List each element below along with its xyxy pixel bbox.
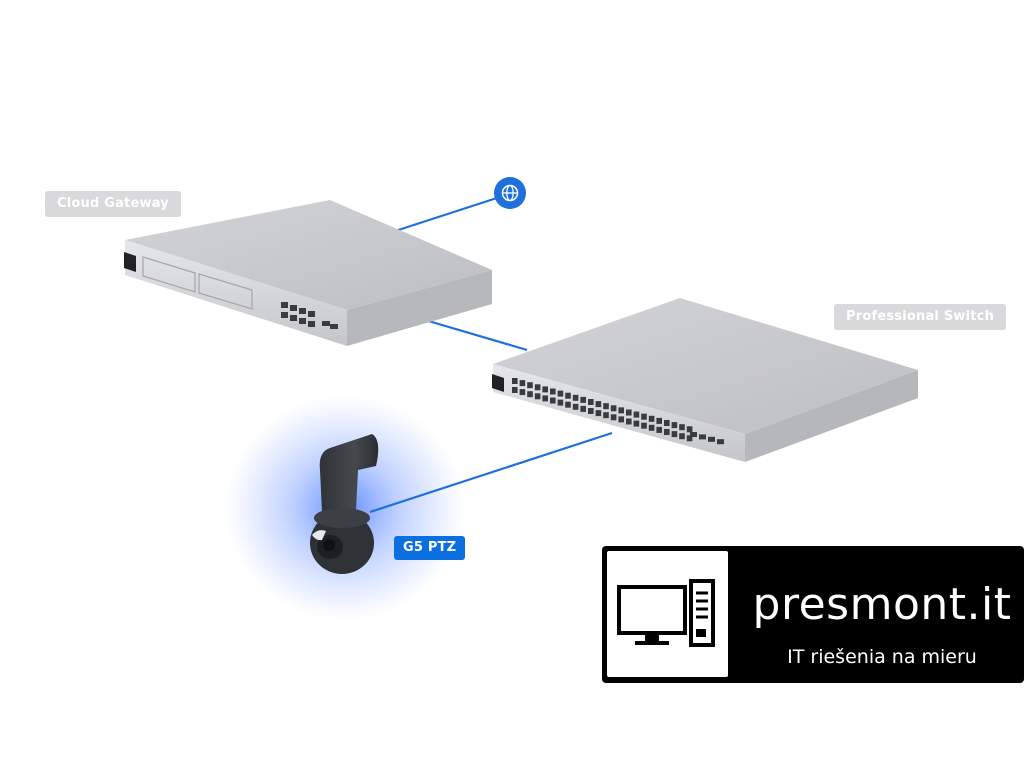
switch-port xyxy=(519,380,526,387)
switch-port xyxy=(527,382,533,389)
switch-port xyxy=(679,433,685,440)
cloud-gateway-device xyxy=(124,200,492,346)
switch-port xyxy=(641,422,647,429)
switch-port xyxy=(664,420,670,426)
switch-port xyxy=(588,408,594,414)
switch-port xyxy=(580,405,586,412)
switch-port xyxy=(534,393,541,400)
switch-port xyxy=(565,392,571,399)
switch-port xyxy=(557,390,564,397)
switch-port xyxy=(512,387,518,393)
professional-switch-device xyxy=(492,298,918,462)
switch-port xyxy=(565,401,571,408)
switch-port xyxy=(626,418,632,425)
desktop-computer-icon xyxy=(617,579,715,647)
switch-port xyxy=(557,399,564,406)
sfp-port xyxy=(699,434,706,440)
camera-label: G5 PTZ xyxy=(394,536,466,560)
switch-port xyxy=(588,399,594,405)
switch-port xyxy=(572,394,579,401)
link-gateway-internet xyxy=(385,194,504,236)
link-gateway-switch xyxy=(424,318,528,352)
switch-port xyxy=(542,386,548,393)
switch-port xyxy=(618,416,624,423)
switch-port xyxy=(550,397,556,404)
switch-port xyxy=(671,422,678,429)
switch-port xyxy=(542,395,548,402)
switch-port xyxy=(633,420,640,427)
switch-port xyxy=(595,401,602,408)
globe-icon xyxy=(494,177,526,209)
switch-port-array xyxy=(512,378,724,445)
switch-port xyxy=(656,417,662,424)
switch-port xyxy=(534,384,541,391)
switch-port xyxy=(527,391,533,398)
switch-port xyxy=(603,403,609,410)
switch-port xyxy=(641,413,647,420)
switch-port xyxy=(679,424,685,431)
switch-port xyxy=(648,424,655,431)
switch-port xyxy=(671,431,678,438)
g5-ptz-camera xyxy=(310,434,379,574)
switch-port xyxy=(656,426,662,433)
switch-port xyxy=(610,405,617,412)
switch-port xyxy=(572,403,579,410)
switch-port xyxy=(626,409,632,416)
switch-port xyxy=(664,429,670,435)
sfp-port xyxy=(708,436,715,442)
switch-port xyxy=(512,378,518,384)
switch-port xyxy=(595,410,602,417)
switch-port xyxy=(686,435,693,442)
switch-port xyxy=(610,414,617,421)
switch-port xyxy=(633,411,640,418)
switch-port xyxy=(648,415,655,422)
logo-tagline: IT riešenia na mieru xyxy=(787,646,977,668)
switch-port xyxy=(519,389,526,396)
logo-name: presmont.it xyxy=(752,579,1012,630)
link-switch-camera xyxy=(369,431,613,514)
cloud-gateway-label: Cloud Gateway xyxy=(45,191,181,217)
switch-port xyxy=(618,407,624,414)
switch-port xyxy=(580,396,586,403)
switch-port xyxy=(550,388,556,395)
logo-icon-panel xyxy=(607,551,728,677)
switch-port xyxy=(603,412,609,419)
sfp-port xyxy=(717,439,724,445)
switch-port xyxy=(686,426,693,433)
sfp-port xyxy=(690,432,697,437)
professional-switch-label: Professional Switch xyxy=(834,304,1007,330)
